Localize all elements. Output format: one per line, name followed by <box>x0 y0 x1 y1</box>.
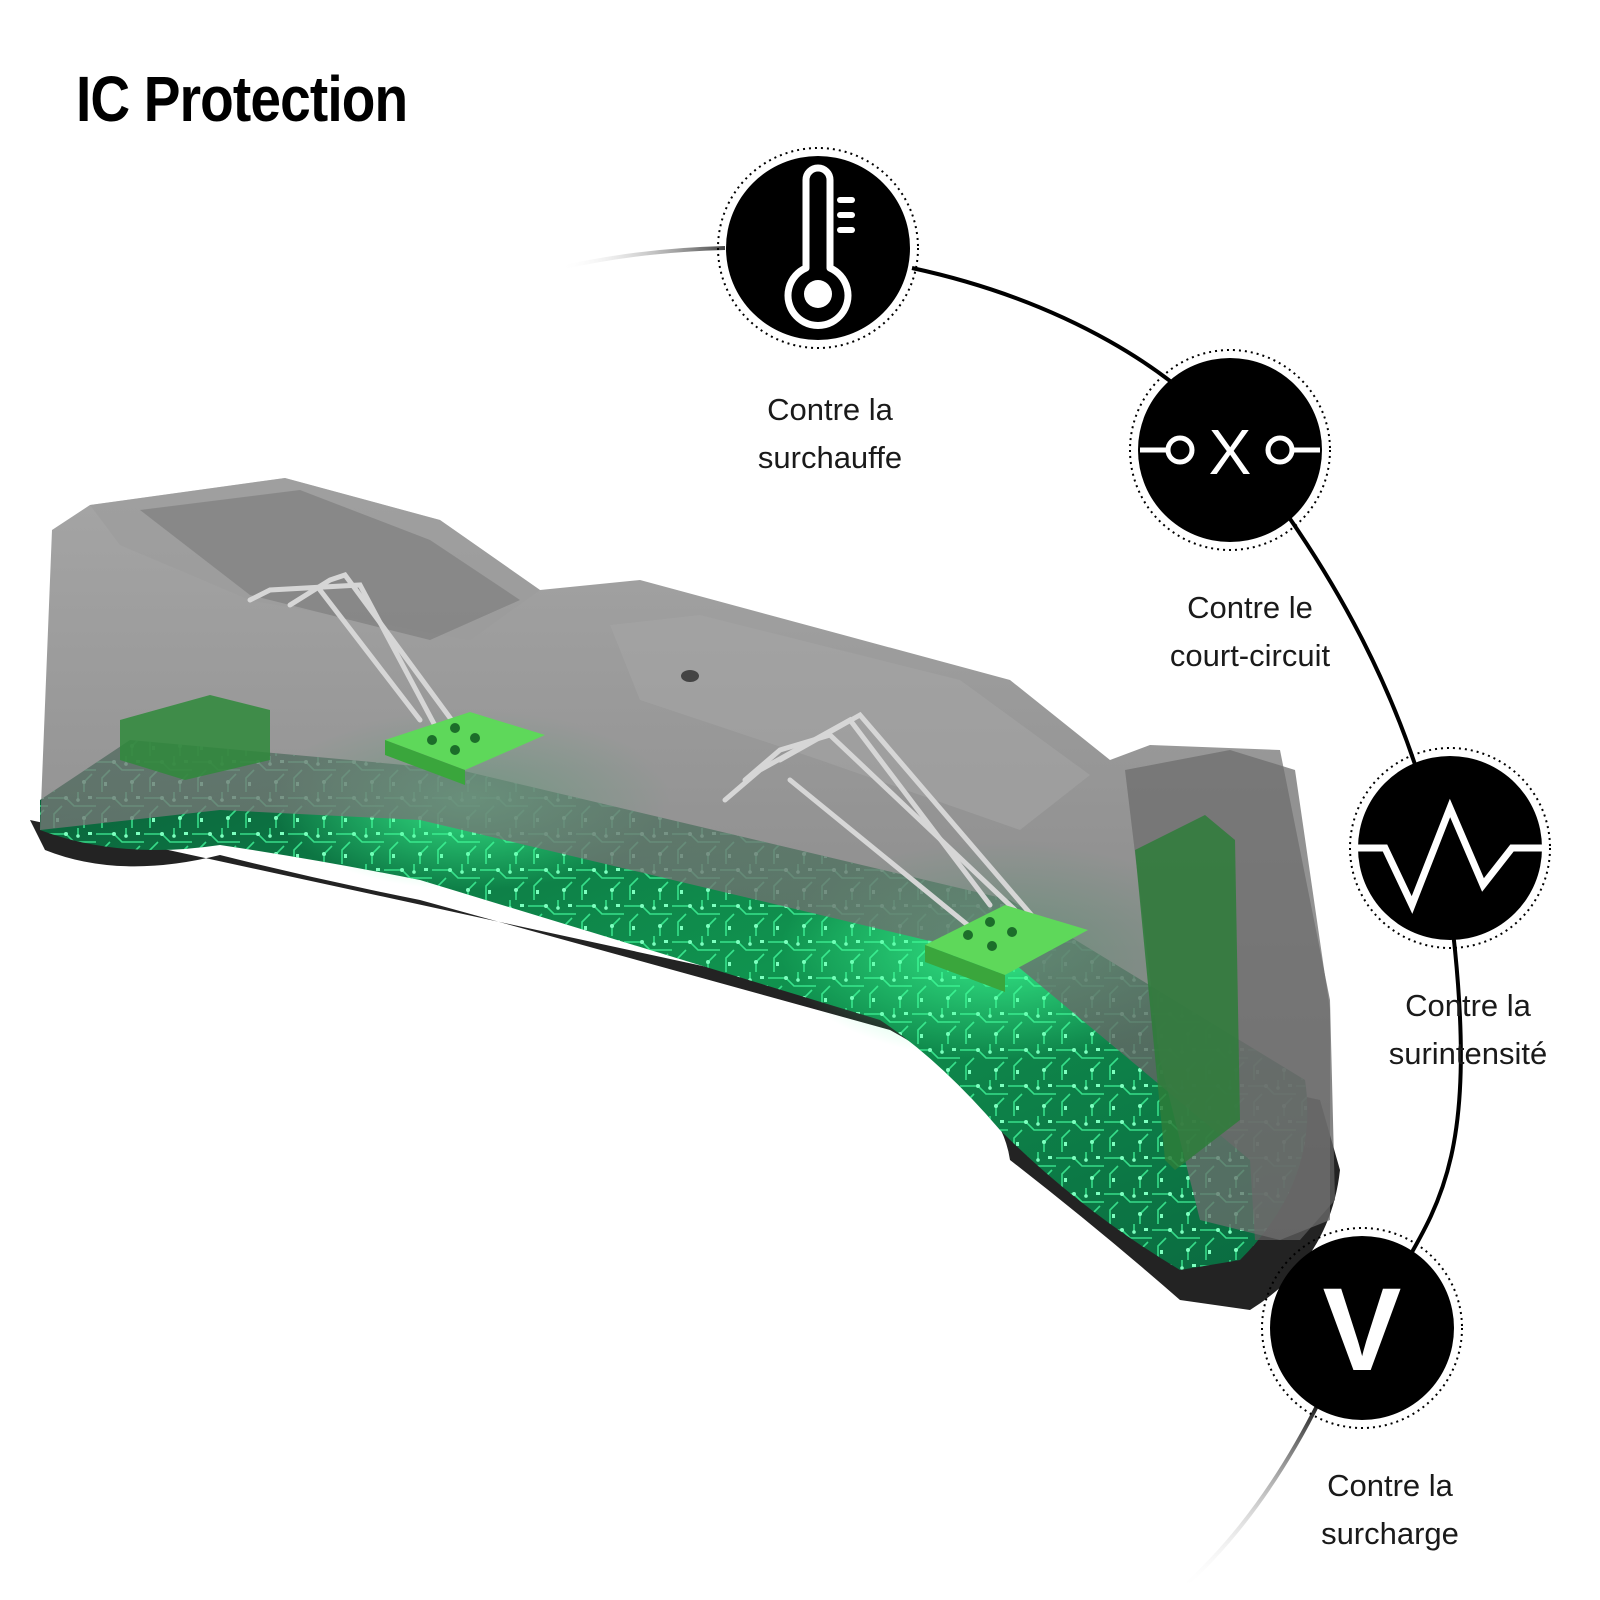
feature-label-line: court-circuit <box>1169 638 1331 673</box>
feature-label-overcurrent: Contre la surintensité <box>1318 982 1600 1078</box>
contact-pad-left <box>385 712 545 770</box>
voltage-symbol: V <box>1323 1264 1402 1396</box>
feature-label-line: Contre la <box>1405 988 1531 1023</box>
end-module <box>1135 815 1240 1170</box>
charger-body <box>30 478 1340 1310</box>
battery-slot-left <box>140 490 520 640</box>
voltage-icon <box>1261 1227 1463 1429</box>
feature-label-overload: Contre la surcharge <box>1240 1462 1540 1558</box>
thermometer-icon <box>717 147 919 349</box>
connector-arc-fade <box>559 246 726 270</box>
feature-label-line: surcharge <box>1321 1516 1459 1551</box>
spring-contacts-right <box>722 711 1043 938</box>
feature-label-overheat: Contre la surchauffe <box>680 386 980 482</box>
feature-label-line: surchauffe <box>757 440 903 475</box>
feature-label-line: surintensité <box>1388 1036 1548 1071</box>
short-circuit-symbol: X <box>1209 416 1252 488</box>
left-module <box>120 695 270 780</box>
contact-pad-right <box>925 905 1088 975</box>
feature-label-line: Contre la <box>767 392 893 427</box>
overcurrent-wave-icon <box>1349 747 1551 949</box>
page-title: IC Protection <box>76 63 408 135</box>
spring-contacts-left <box>247 572 473 748</box>
connector-arc-tail <box>1178 1399 1322 1592</box>
feature-label-line: Contre la <box>1327 1468 1453 1503</box>
connector-arc <box>911 266 1463 1331</box>
housing-shell <box>40 478 1335 1240</box>
feature-label-short-circuit: Contre le court-circuit <box>1100 584 1400 680</box>
short-circuit-icon <box>1129 349 1331 551</box>
feature-label-line: Contre le <box>1187 590 1313 625</box>
